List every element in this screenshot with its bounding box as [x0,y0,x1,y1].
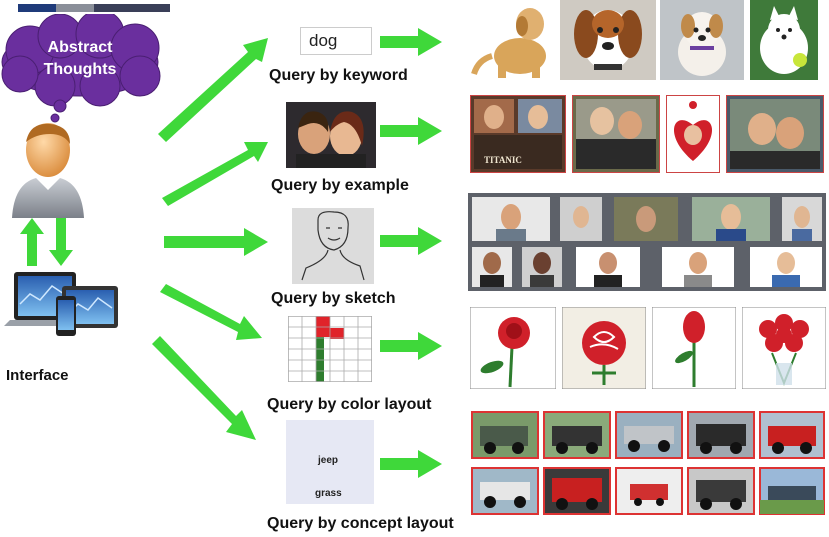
result-dog-2[interactable] [560,0,656,80]
query-example-label: Query by example [271,177,409,194]
result-example-1[interactable]: TITANIC [470,95,566,173]
header-bar-navy [94,4,170,12]
color-layout-grid [288,316,372,382]
result-rose-1[interactable] [470,307,556,389]
header-bar-gray [56,4,94,12]
query-color-layout-label: Query by color layout [267,396,432,413]
concept-results-jeeps [471,411,825,515]
query-sketch-label: Query by sketch [271,290,396,307]
person-icon [12,123,84,218]
titanic-caption: TITANIC [484,155,522,165]
thought-cloud-line2: Thoughts [43,61,117,78]
result-example-3[interactable] [666,95,720,173]
result-example-2[interactable] [572,95,660,173]
result-example-4[interactable] [726,95,824,173]
keyword-search-input[interactable]: dog [300,27,372,55]
thought-cloud-icon [1,14,161,123]
sketch-face-icon [292,208,374,284]
concept-word-top: jeep [318,455,339,466]
result-rose-4[interactable] [742,307,826,389]
laptop-icon [4,272,118,336]
query-keyword-label: Query by keyword [269,67,408,84]
result-rose-3[interactable] [652,307,736,389]
result-dog-4[interactable] [750,0,818,80]
header-bar-dark [18,4,56,12]
result-dog-3[interactable] [660,0,744,80]
example-image-couple [286,102,376,168]
concept-word-bottom: grass [315,488,342,499]
up-down-arrows-icon [20,218,73,266]
query-concept-layout-label: Query by concept layout [267,515,454,532]
result-dog-1[interactable] [468,0,556,80]
concept-layout-canvas [286,420,374,504]
sketch-results-faces [472,197,822,287]
thought-cloud-line1: Abstract [47,39,113,56]
face-row-2 [472,247,822,287]
result-rose-2[interactable] [562,307,646,389]
interface-label: Interface [6,367,69,384]
face-row-1 [472,197,822,241]
